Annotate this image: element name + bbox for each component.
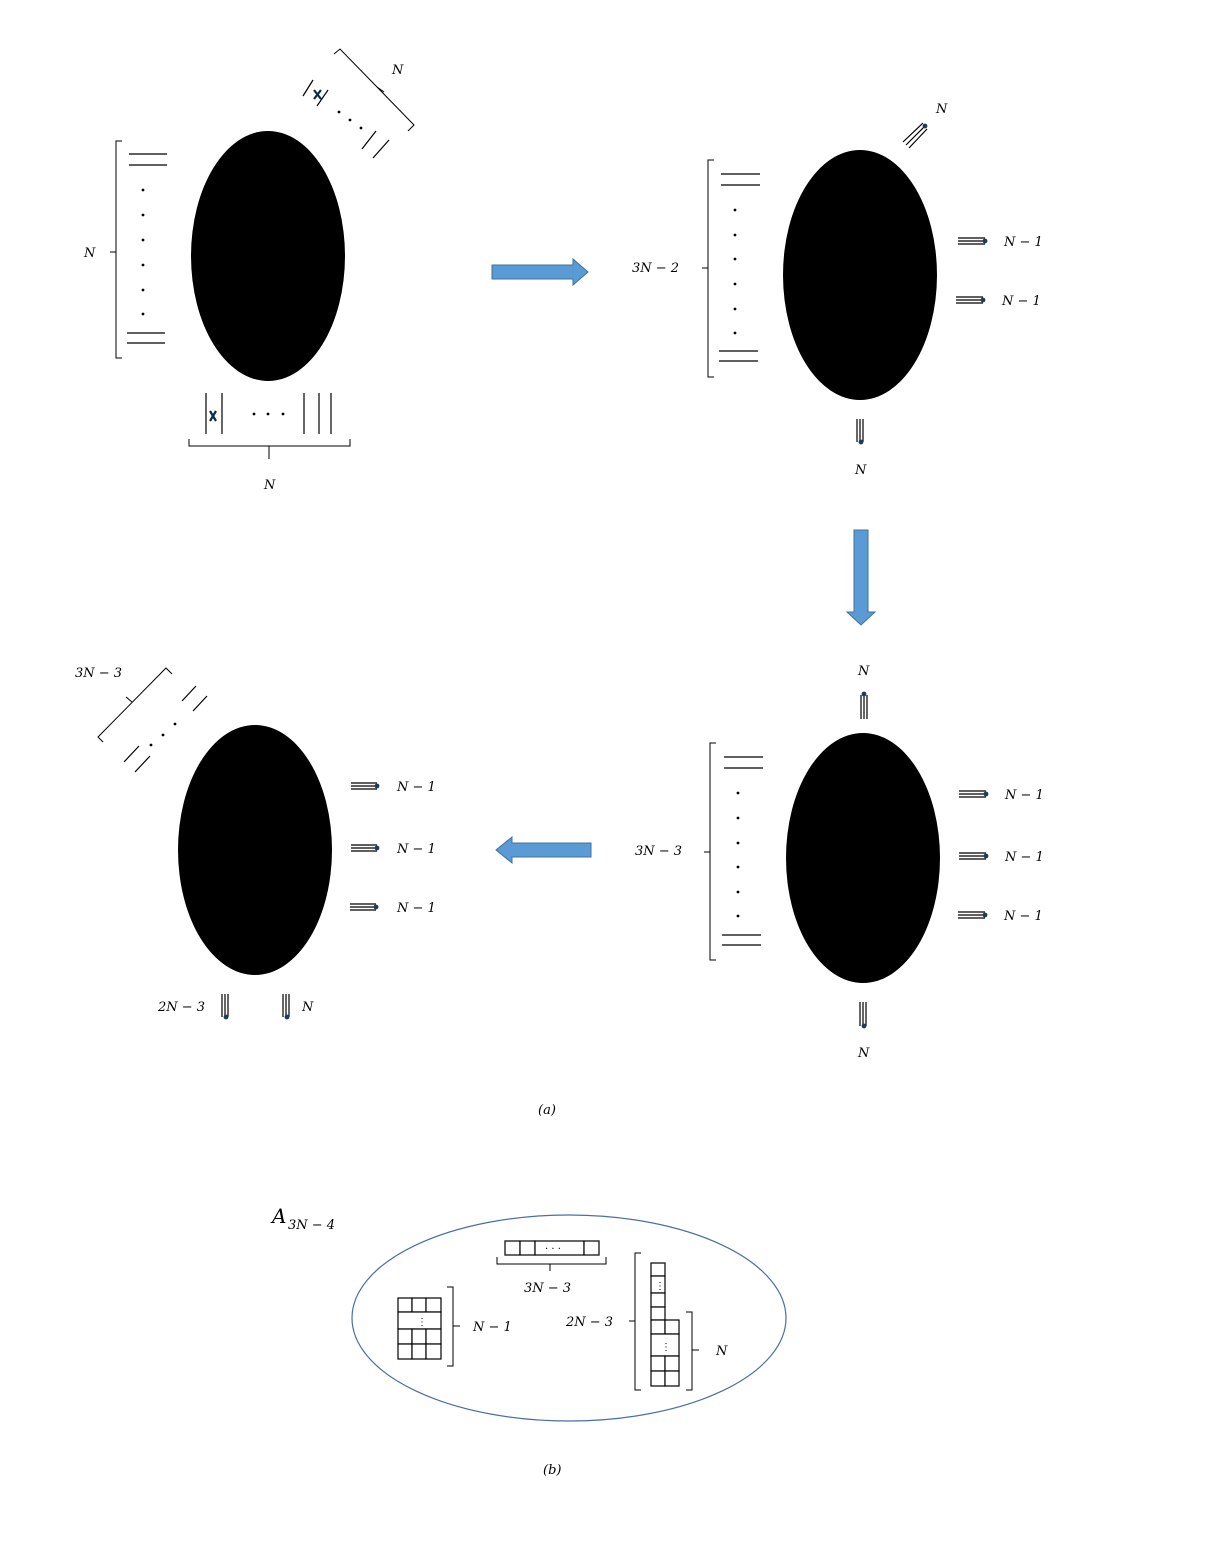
step4-right-label-2: N − 1 <box>396 842 436 857</box>
step4-right-label-3: N − 1 <box>396 901 436 916</box>
young-inner-vdots: ⋮ <box>661 1342 671 1353</box>
step2-bottom-leg: N <box>854 419 867 478</box>
step2-left-stack: 3N − 2 <box>632 159 760 378</box>
step4-bottom-label-1: 2N − 3 <box>157 1000 205 1015</box>
step4-right-label-1: N − 1 <box>396 780 436 795</box>
step2-top-label: N <box>935 102 948 117</box>
step3-top-leg: N <box>857 664 870 719</box>
step3-group: N 3N − 3 N − 1 <box>635 664 1044 1061</box>
step2-left-label: 3N − 2 <box>632 261 679 276</box>
step1-bottom-label: N <box>263 478 276 493</box>
step3-bottom-leg: N <box>857 1002 870 1061</box>
step1-left-stack: N <box>83 140 167 359</box>
panel-b-title: A <box>270 1204 286 1228</box>
step1-bottom-stack: N <box>188 393 351 493</box>
arrow-left <box>495 835 592 865</box>
step4-black-hole <box>178 725 332 975</box>
step3-right-label-2: N − 1 <box>1004 850 1044 865</box>
young-column-vdots: ⋮ <box>655 1281 665 1292</box>
young-column-label: 2N − 3 <box>565 1315 613 1330</box>
young-block-label: N − 1 <box>472 1320 512 1335</box>
step4-top-label: 3N − 3 <box>75 666 122 681</box>
young-block: ⋮ N − 1 <box>397 1286 512 1367</box>
step3-left-label: 3N − 3 <box>635 844 682 859</box>
step3-black-hole <box>786 733 940 983</box>
step1-black-hole <box>191 131 345 381</box>
caption-b: (b) <box>543 1463 561 1478</box>
step4-top-stack: 3N − 3 <box>75 666 208 773</box>
young-column: ⋮ ⋮ 2N − 3 N <box>565 1252 728 1391</box>
young-row: · · · 3N − 3 <box>496 1240 607 1296</box>
step1-left-label: N <box>83 246 96 261</box>
young-row-label: 3N − 3 <box>524 1281 571 1296</box>
panel-b-ellipse <box>351 1214 787 1422</box>
arrow-down <box>845 529 877 626</box>
panel-b-title-main: A <box>270 1204 286 1228</box>
step3-top-label: N <box>857 664 870 679</box>
step4-right-legs: N − 1 N − 1 N − 1 <box>350 780 436 916</box>
step2-right-label-2: N − 1 <box>1001 294 1041 309</box>
step4-bottom-legs: 2N − 3 N <box>157 994 314 1020</box>
young-row-dots: · · · <box>545 1244 561 1255</box>
arrow-right <box>491 257 589 287</box>
step2-bottom-label: N <box>854 463 867 478</box>
step3-right-label-1: N − 1 <box>1004 788 1044 803</box>
step3-right-legs: N − 1 N − 1 N − 1 <box>958 788 1044 924</box>
panel-b-title-sub: 3N − 4 <box>288 1218 335 1233</box>
step3-right-label-3: N − 1 <box>1003 909 1043 924</box>
young-block-vdots: ⋮ <box>417 1317 427 1328</box>
panel-b: A 3N − 4 · · · 3N − 3 ⋮ <box>270 1204 787 1422</box>
step2-top-leg: N <box>902 102 948 149</box>
step3-bottom-label: N <box>857 1046 870 1061</box>
step1-top-stack: N <box>302 48 415 159</box>
step1-top-label: N <box>391 63 404 78</box>
step2-group: 3N − 2 N N − 1 N − 1 <box>632 102 1043 478</box>
caption-a: (a) <box>538 1103 556 1118</box>
step3-left-stack: 3N − 3 <box>635 742 763 961</box>
step2-black-hole <box>783 150 937 400</box>
step2-right-legs: N − 1 N − 1 <box>956 235 1043 309</box>
step2-right-label-1: N − 1 <box>1003 235 1043 250</box>
young-inner-label: N <box>715 1344 728 1359</box>
step1-group: N N N <box>83 48 415 493</box>
step4-bottom-label-2: N <box>301 1000 314 1015</box>
step4-group: 3N − 3 N − 1 N − 1 N − 1 <box>75 666 436 1020</box>
